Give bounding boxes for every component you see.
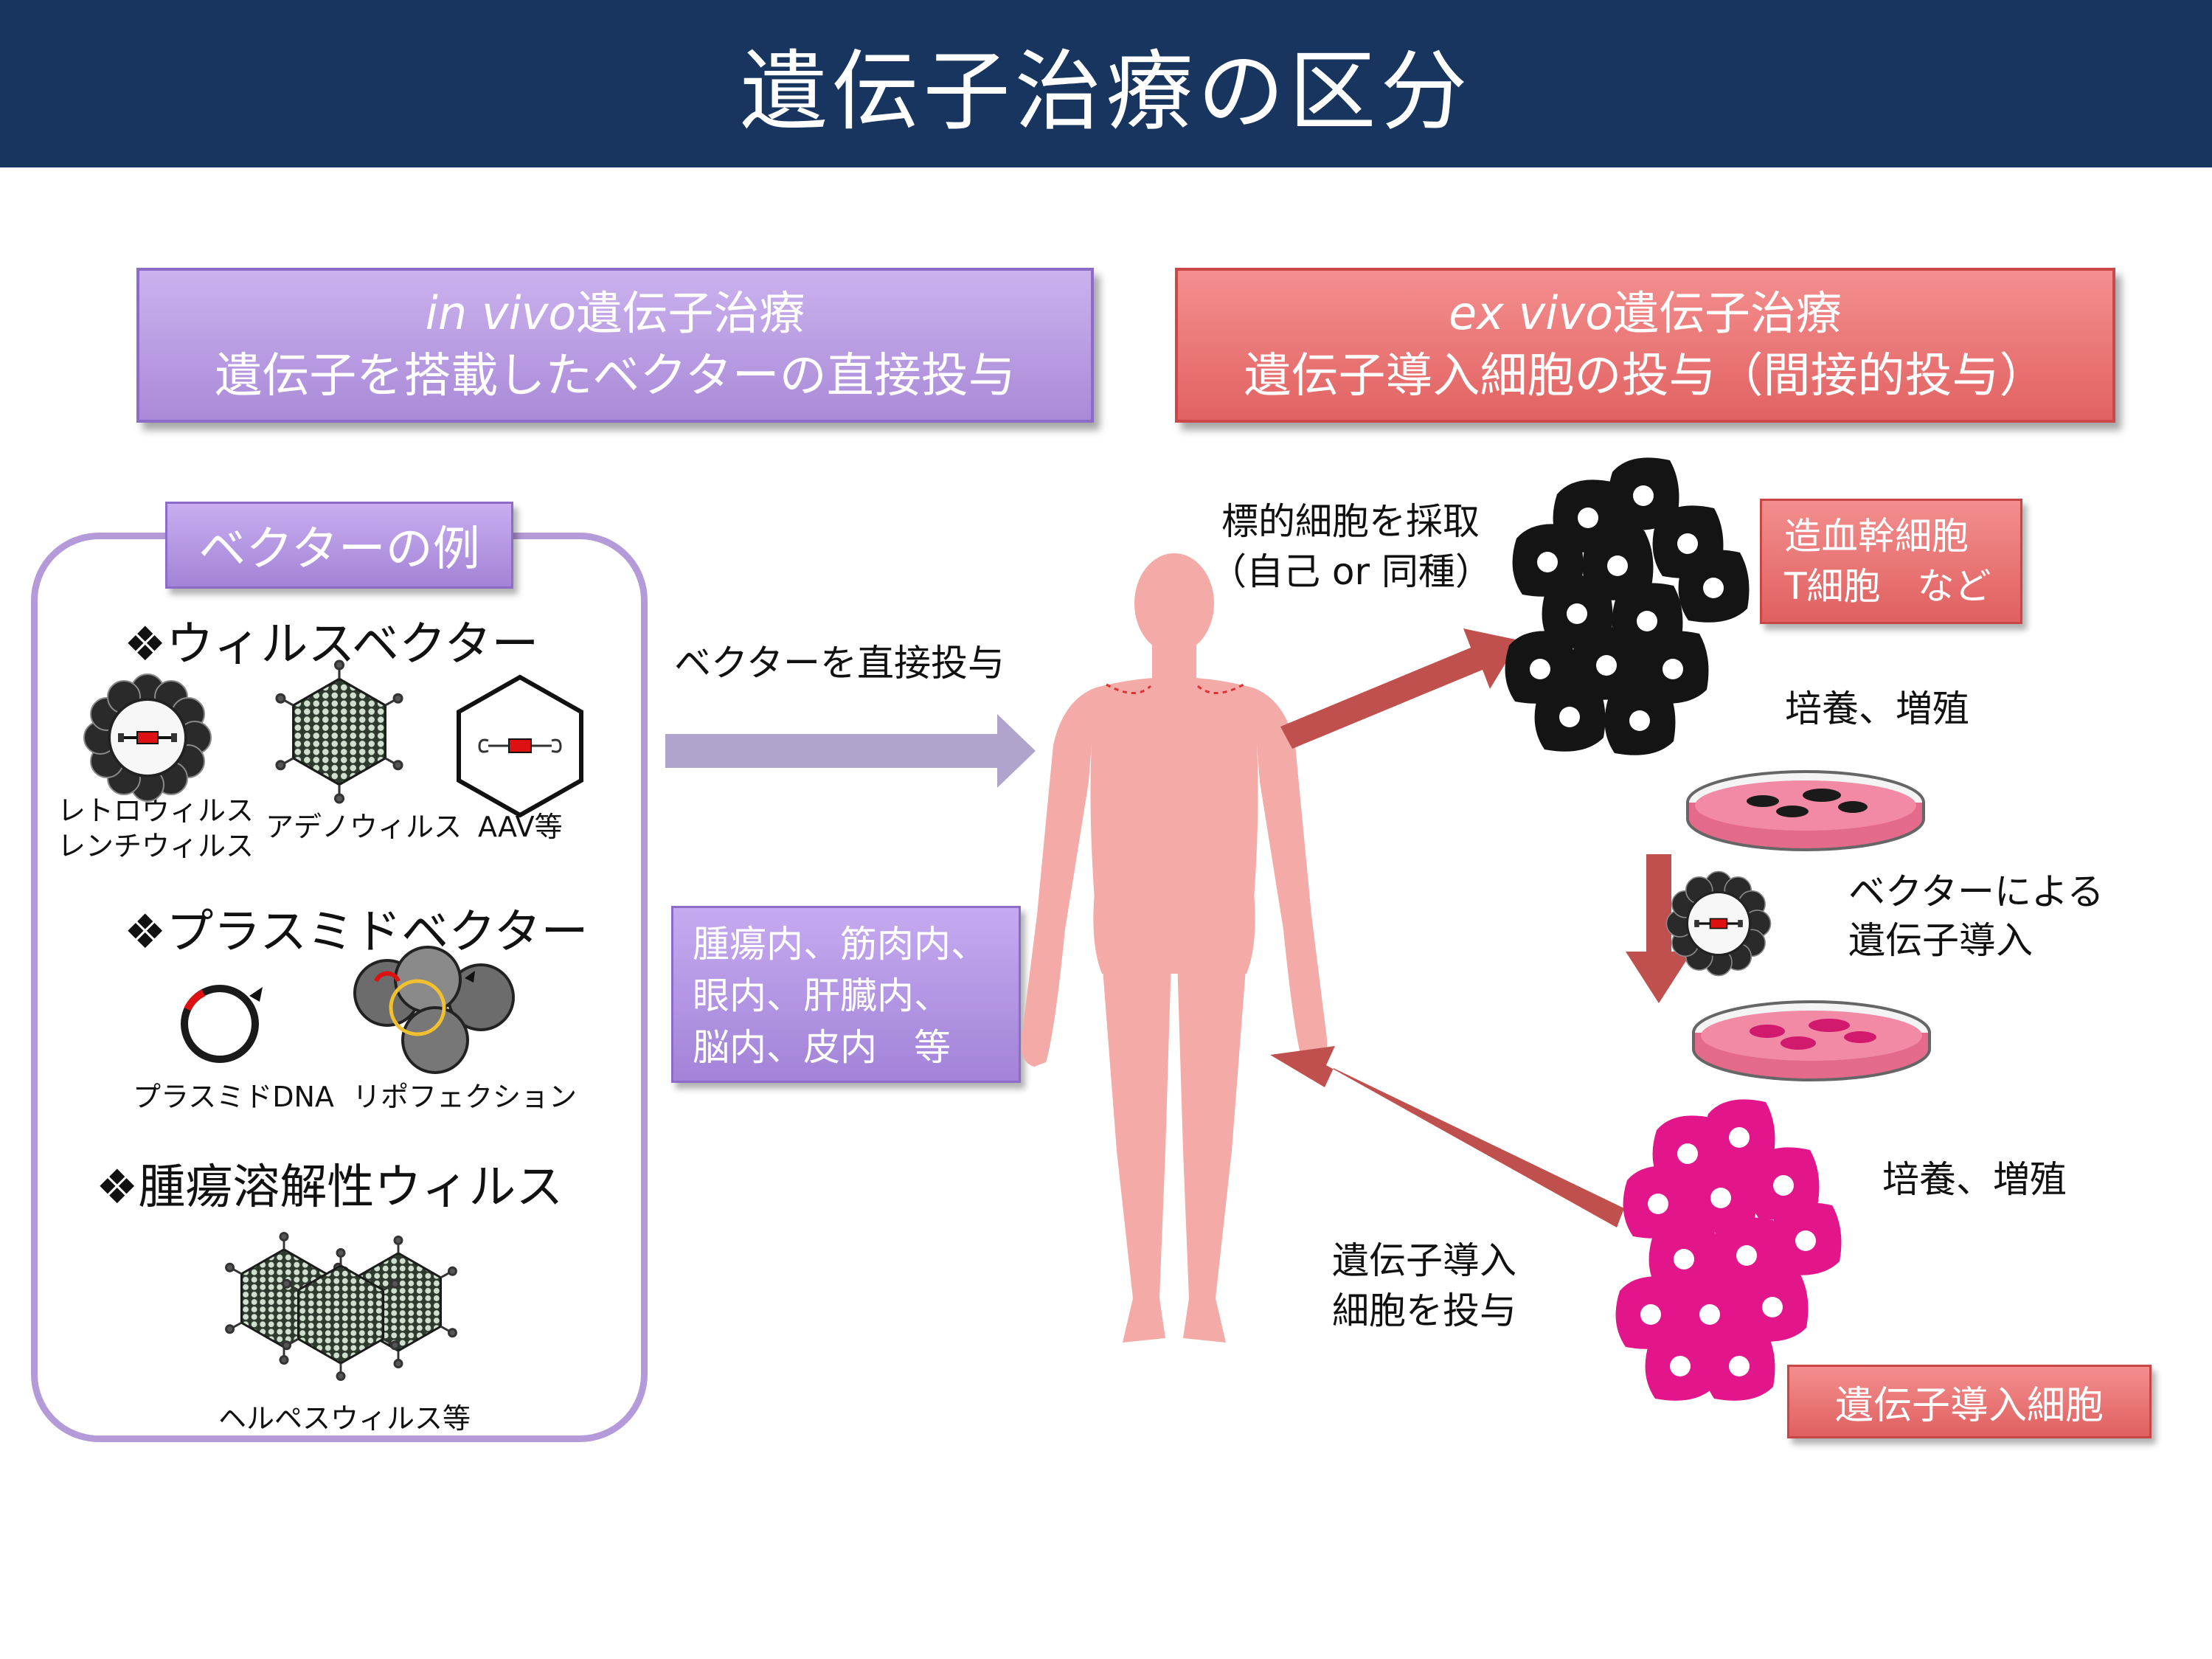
herpes-virus-label: ヘルペスウィルス等 [218, 1402, 471, 1435]
culture-dish-icon [1692, 1000, 1931, 1081]
in-vivo-subtitle: 遺伝子を搭載したベクターの直接投与 [215, 349, 1016, 404]
administer-label: 遺伝子導入 [1332, 1239, 1516, 1282]
ex-vivo-term: ex vivo [1448, 286, 1614, 340]
administer-arrow [1270, 1046, 1624, 1227]
transduction-label: ベクターによる [1848, 870, 2104, 913]
retrovirus-label: レトロウィルス [58, 794, 254, 827]
in-vivo-banner: in vivo遺伝子治療 遺伝子を搭載したベクターの直接投与 [136, 268, 1094, 423]
ex-vivo-subtitle: 遺伝子導入細胞の投与（間接的投与） [1244, 349, 2047, 404]
modified-cells-box: 遺伝子導入細胞 [1787, 1365, 2152, 1438]
target-cell-type: 造血幹細胞 [1784, 515, 1969, 558]
direct-administration-arrow [665, 714, 1036, 788]
harvest-arrow [1280, 628, 1519, 749]
ex-vivo-banner: ex vivo遺伝子治療 遺伝子導入細胞の投与（間接的投与） [1175, 268, 2115, 423]
lentivirus-label: レンチウィルス [58, 830, 254, 862]
transduction-label-2: 遺伝子導入 [1848, 919, 2033, 962]
modified-cells-icon [1615, 1099, 1842, 1401]
viral-vector-heading: ❖ウィルスベクター [124, 617, 539, 672]
aav-icon [457, 674, 583, 818]
plasmid-icon [181, 985, 263, 1063]
lipofection-label: リポフェクション [353, 1081, 578, 1113]
page-title: 遺伝子治療の区分 [740, 41, 1472, 142]
target-cells-box: 造血幹細胞 T細胞 など [1760, 499, 2022, 624]
site-line: 腫瘍内、筋肉内、 [693, 923, 988, 966]
culture-label-2: 培養、増殖 [1882, 1158, 2067, 1201]
direct-administration-label: ベクターを直接投与 [674, 642, 1005, 685]
harvest-source-label: （自己 or 同種） [1210, 550, 1492, 593]
adenovirus-label: アデノウィルス [266, 811, 462, 843]
transduction-arrow [1626, 854, 1692, 1003]
administration-sites-box: 腫瘍内、筋肉内、 眼内、肝臓内、 脳内、皮内 等 [671, 906, 1021, 1083]
in-vivo-term: in vivo [425, 286, 577, 340]
vector-examples-label: ベクターの例 [165, 502, 513, 589]
plasmid-vector-heading: ❖プラスミドベクター [124, 905, 589, 960]
site-line: 脳内、皮内 等 [693, 1026, 951, 1069]
oncolytic-virus-heading: ❖腫瘍溶解性ウィルス [96, 1160, 564, 1215]
harvest-label: 標的細胞を採取 [1221, 500, 1480, 543]
culture-label-1: 培養、増殖 [1785, 688, 1969, 730]
culture-dish-icon [1686, 770, 1925, 851]
lipofection-icon [353, 946, 515, 1074]
in-vivo-title: in vivo遺伝子治療 [426, 283, 805, 344]
ex-vivo-title: ex vivo遺伝子治療 [1449, 283, 1842, 344]
adenovirus-icon [275, 659, 403, 804]
ex-vivo-title-rest: 遺伝子治療 [1613, 286, 1842, 340]
plasmid-dna-label: プラスミドDNA [133, 1081, 334, 1113]
target-cell-type: T細胞 など [1784, 565, 1991, 608]
in-vivo-title-rest: 遺伝子治療 [576, 286, 805, 340]
target-cells-icon [1505, 457, 1750, 755]
herpes-virus-icon [225, 1232, 457, 1381]
human-body-icon [1021, 553, 1328, 1343]
site-line: 眼内、肝臓内、 [693, 974, 951, 1017]
retrovirus-icon [83, 673, 212, 803]
administer-label-2: 細胞を投与 [1332, 1289, 1516, 1332]
title-bar: 遺伝子治療の区分 [0, 0, 2212, 167]
